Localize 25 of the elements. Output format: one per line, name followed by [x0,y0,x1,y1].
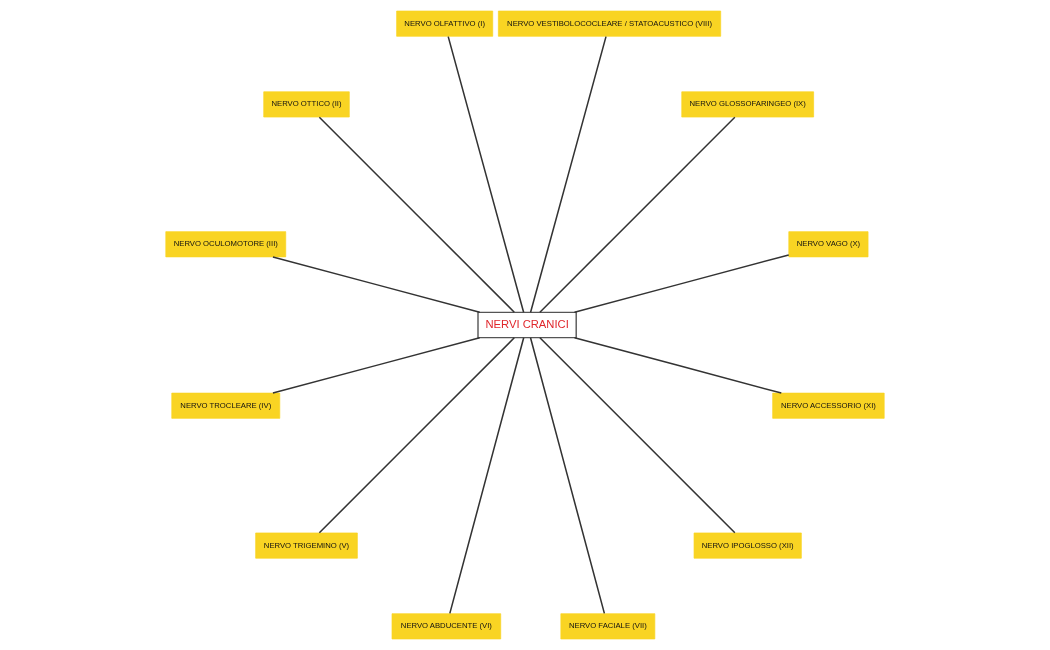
connector [539,337,736,534]
node-box: NERVO IPOGLOSSO (XII) [693,532,802,559]
node-box: NERVI CRANICI [477,311,577,339]
connector [529,35,607,313]
connector [272,336,481,394]
connector [318,337,516,534]
node-box: NERVO TRIGEMINO (V) [255,532,358,559]
connector [529,337,606,615]
node-box: NERVO VESTIBOLOCOCLEARE / STATOACUSTICO (VIII) [498,10,722,37]
connector [539,116,736,313]
connector [447,35,525,313]
node-box: NERVO TROCLEARE (IV) [171,392,281,419]
connector [573,336,783,394]
node-box: NERVO ABDUCENTE (VI) [391,613,502,640]
connector [272,256,481,314]
connector [573,254,790,314]
connector [318,116,516,313]
node-box: NERVO VAGO (X) [788,231,869,258]
node-box: NERVO ACCESSORIO (XI) [772,392,885,419]
node-box: NERVO OTTICO (II) [263,91,350,118]
node-box: NERVO OCULOMOTORE (III) [165,231,287,258]
node-box: NERVO OLFATTIVO (I) [396,10,494,37]
node-box: NERVO FACIALE (VII) [560,613,656,640]
node-box: NERVO GLOSSOFARINGEO (IX) [681,91,814,118]
connector [449,337,525,615]
